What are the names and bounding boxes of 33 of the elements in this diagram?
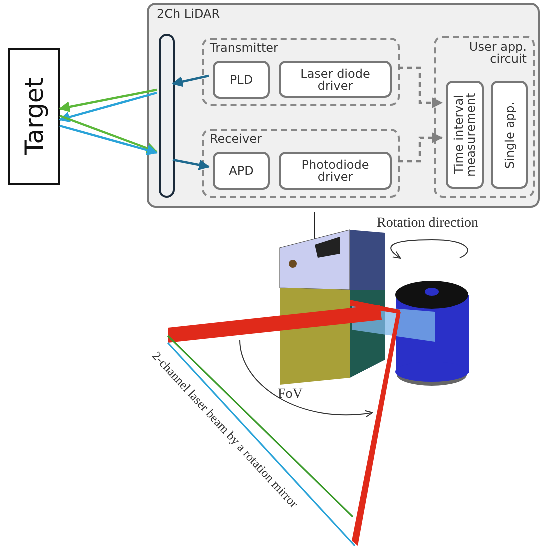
arrow: [172, 74, 210, 88]
arrow: [58, 92, 158, 123]
group-title: Receiver: [210, 132, 262, 146]
component-label: PLD: [228, 74, 254, 86]
target-label: Target: [20, 78, 49, 156]
optical-window: [159, 34, 175, 198]
dashed-group-box: [202, 129, 400, 198]
component-box: [491, 81, 528, 189]
label-text: FoV: [278, 387, 303, 403]
arrow: [60, 114, 158, 154]
arrow: [172, 158, 210, 170]
component-label: Photodiode driver: [300, 159, 370, 183]
dashed-group-box: [434, 36, 535, 198]
arrow: [398, 66, 444, 108]
dashed-group-box: [202, 38, 400, 106]
component-box: [213, 152, 270, 190]
label-text: Rotation direction: [377, 216, 478, 232]
component-box: [279, 61, 392, 98]
panel-title: 2Ch LiDAR: [157, 7, 220, 21]
component-box: [279, 152, 392, 190]
component-label: Single app.: [504, 100, 516, 171]
target-box: [8, 48, 60, 185]
arrow: [60, 124, 158, 156]
component-box: [213, 61, 270, 99]
component-label: Laser diode driver: [300, 68, 372, 92]
component-label: APD: [228, 165, 255, 177]
arrow: [58, 88, 158, 112]
component-box: [446, 81, 484, 189]
group-title: Transmitter: [210, 41, 278, 55]
lidar-panel: [147, 3, 540, 208]
arrow: [398, 132, 444, 163]
group-title: User app. circuit: [468, 41, 527, 65]
component-label: Time interval measurement: [453, 92, 477, 179]
